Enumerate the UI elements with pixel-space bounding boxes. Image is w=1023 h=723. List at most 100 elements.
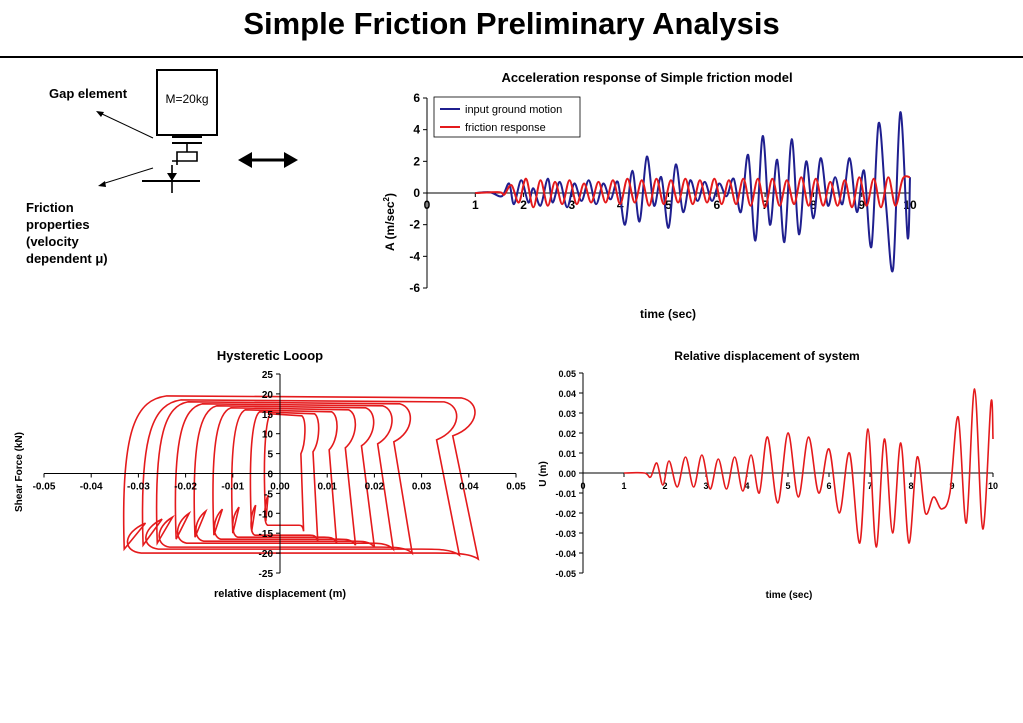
dashpot (172, 143, 198, 165)
hysteresis-y-tick-label: 15 (262, 410, 274, 421)
hysteresis-y-tick-label: 25 (262, 370, 274, 381)
gap-pointer-arrowhead (96, 111, 104, 117)
friction-model-diagram: M=20kg (96, 69, 298, 193)
hysteresis-chart: Hysteretic Looop relative displacement (… (14, 348, 526, 600)
hysteresis-x-tick-label: 0.05 (506, 482, 526, 493)
mass-block (156, 69, 218, 136)
acceleration-y-tick-label: -6 (409, 281, 420, 295)
displacement-y-tick-label: -0.04 (555, 549, 576, 559)
hysteresis-y-tick-label: 5 (267, 450, 273, 461)
hysteresis-y-tick-label: 20 (262, 390, 274, 401)
displacement-x-tick-label: 1 (621, 481, 626, 491)
friction-pointer-line (101, 167, 154, 185)
displacement-x-tick-label: 8 (908, 481, 913, 491)
hysteresis-loop (193, 405, 376, 548)
hysteresis-loop (155, 401, 414, 556)
displacement-x-tick-label: 4 (744, 481, 749, 491)
hysteresis-y-tick-label: -5 (264, 489, 273, 500)
acceleration-x-tick-label: 3 (569, 198, 576, 212)
friction-properties-label: Friction properties (velocity dependent … (26, 199, 108, 267)
acceleration-x-tick-label: 8 (810, 198, 817, 212)
displacement-x-tick-label: 6 (826, 481, 831, 491)
displacement-y-tick-label: 0.03 (558, 409, 576, 419)
displacement-y-tick-label: -0.03 (555, 529, 576, 539)
hysteresis-x-tick-label: -0.04 (80, 482, 103, 493)
displacement-x-tick-label: 10 (988, 481, 998, 491)
ground-motion-series (475, 111, 911, 273)
left-arrowhead-icon (238, 152, 252, 168)
displacement-x-tick-label: 0 (580, 481, 585, 491)
acceleration-chart: Acceleration response of Simple friction… (382, 70, 917, 321)
hysteresis-y-tick-label: -15 (259, 529, 274, 540)
displacement-series (623, 388, 994, 548)
friction-line-3: (velocity (26, 234, 79, 249)
hysteresis-x-tick-label: 0.00 (270, 482, 290, 493)
legend-entry-friction: friction response (465, 122, 546, 134)
acceleration-y-label: A (m/sec2) (382, 193, 397, 251)
hysteresis-y-tick-label: 10 (262, 430, 274, 441)
acceleration-x-tick-label: 9 (858, 198, 865, 212)
displacement-x-tick-label: 5 (785, 481, 790, 491)
acceleration-x-tick-label: 0 (424, 198, 431, 212)
hysteresis-y-tick-label: -20 (259, 549, 274, 560)
hysteresis-x-tick-label: -0.01 (221, 482, 244, 493)
displacement-y-tick-label: 0.05 (558, 369, 576, 379)
mass-label: M=20kg (165, 92, 208, 106)
hysteresis-x-tick-label: 0.04 (459, 482, 479, 493)
hysteresis-x-label: relative displacement (m) (214, 588, 346, 600)
gap-pointer-line (99, 112, 154, 139)
acceleration-y-tick-label: 0 (413, 186, 420, 200)
friction-line-4: dependent μ) (26, 251, 108, 266)
displacement-chart: Relative displacement of system time (se… (538, 349, 998, 601)
hysteresis-y-tick-label: 0 (267, 470, 273, 481)
acceleration-y-tick-label: -4 (409, 249, 420, 263)
displacement-x-tick-label: 9 (949, 481, 954, 491)
hysteresis-y-tick-label: -10 (259, 509, 274, 520)
hysteresis-chart-title: Hysteretic Looop (217, 348, 323, 363)
acceleration-chart-title: Acceleration response of Simple friction… (501, 70, 792, 85)
right-arrowhead-icon (284, 152, 298, 168)
gap-element-label: Gap element (49, 86, 128, 101)
displacement-y-tick-label: 0.00 (558, 469, 576, 479)
hysteresis-loop (263, 412, 306, 532)
displacement-y-label: U (m) (538, 461, 549, 487)
hysteresis-loop (212, 407, 357, 546)
hysteresis-loop (122, 395, 480, 561)
acceleration-y-tick-label: 2 (413, 154, 420, 168)
friction-response-series (475, 175, 911, 209)
acceleration-x-tick-label: 1 (472, 198, 479, 212)
hysteresis-loop (230, 409, 338, 544)
legend-entry-ground: input ground motion (465, 104, 562, 116)
hysteresis-y-tick-label: -25 (259, 569, 274, 580)
acceleration-y-tick-label: -2 (409, 218, 420, 232)
hysteresis-y-label: Shear Force (kN) (14, 432, 25, 512)
displacement-y-tick-label: -0.02 (555, 509, 576, 519)
displacement-y-tick-label: 0.04 (558, 389, 576, 399)
hysteresis-x-tick-label: 0.01 (317, 482, 337, 493)
displacement-x-tick-label: 3 (703, 481, 708, 491)
hysteresis-x-tick-label: -0.02 (174, 482, 197, 493)
displacement-y-tick-label: -0.05 (555, 569, 576, 579)
acceleration-x-tick-label: 6 (713, 198, 720, 212)
acceleration-y-tick-label: 4 (413, 123, 420, 137)
displacement-y-tick-label: 0.02 (558, 429, 576, 439)
hysteresis-loop (249, 411, 320, 542)
displacement-x-tick-label: 2 (662, 481, 667, 491)
hysteresis-loop (174, 403, 395, 552)
title-rule (0, 56, 1023, 58)
friction-line-1: Friction (26, 200, 74, 215)
friction-line-2: properties (26, 217, 90, 232)
acceleration-legend: input ground motion friction response (433, 96, 581, 138)
hysteresis-x-tick-label: -0.05 (33, 482, 56, 493)
page-title: Simple Friction Preliminary Analysis (243, 6, 780, 41)
acceleration-y-tick-label: 6 (413, 91, 420, 105)
hysteresis-loop (141, 399, 461, 558)
hysteresis-x-tick-label: 0.03 (412, 482, 432, 493)
acceleration-x-tick-label: 5 (665, 198, 672, 212)
acceleration-x-tick-label: 2 (520, 198, 527, 212)
acceleration-x-label: time (sec) (640, 307, 696, 321)
friction-arrowhead (167, 173, 177, 181)
displacement-chart-title: Relative displacement of system (674, 349, 859, 363)
hysteresis-x-tick-label: -0.03 (127, 482, 150, 493)
acceleration-x-tick-label: 7 (762, 198, 769, 212)
